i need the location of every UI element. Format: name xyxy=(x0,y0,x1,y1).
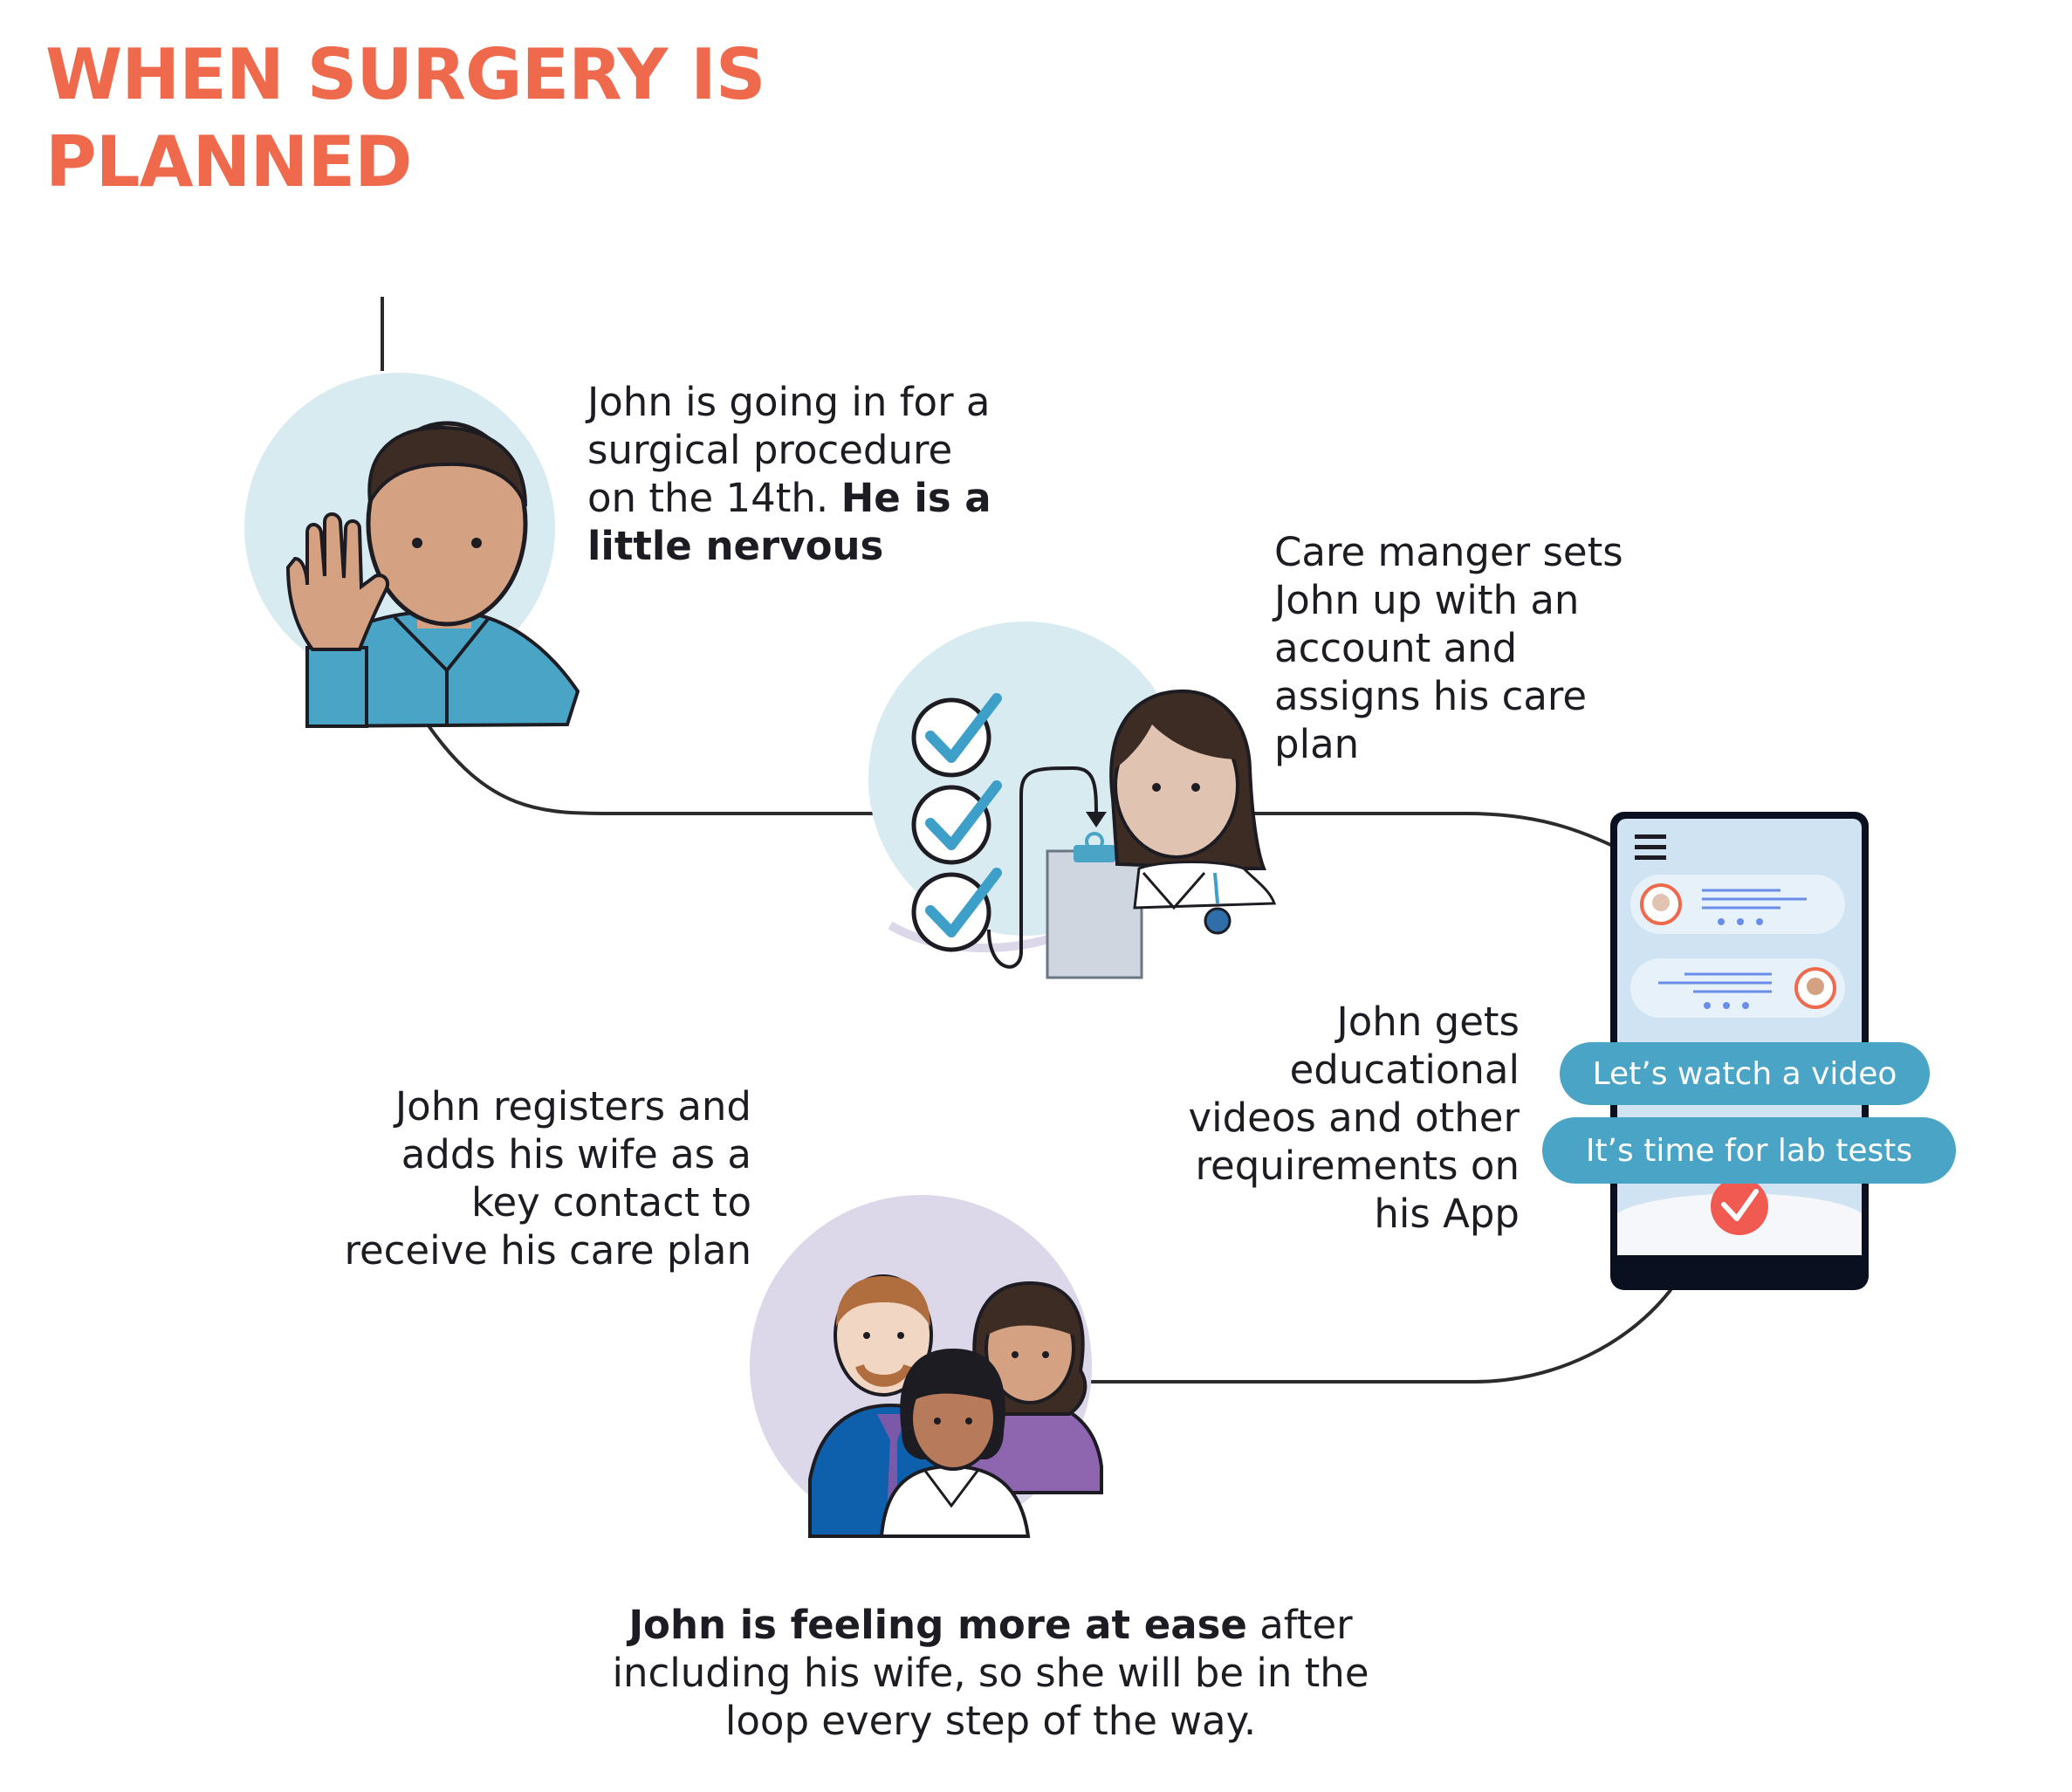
step-1-line-2: surgical procedure xyxy=(587,427,953,473)
step-2-line-4: assigns his care xyxy=(1274,673,1588,719)
watch-video-pill[interactable]: Let’s watch a video xyxy=(1560,1042,1930,1105)
step-5-line-1: after xyxy=(1259,1602,1353,1648)
page-title: WHEN SURGERY IS PLANNED xyxy=(45,31,766,206)
step-4-caption: John registers and adds his wife as a ke… xyxy=(344,1082,751,1274)
step-2-line-3: account and xyxy=(1274,625,1518,671)
journey-connector xyxy=(381,297,1677,1383)
step-1-line-4-emphasis: little nervous xyxy=(587,523,884,569)
step-3-caption: John gets educational videos and other r… xyxy=(1188,998,1520,1238)
step-3-line-1: John gets xyxy=(1336,999,1520,1045)
step-4-line-2: adds his wife as a xyxy=(401,1131,751,1178)
step-1-line-1: John is going in for a xyxy=(587,379,991,425)
lab-tests-pill[interactable]: It’s time for lab tests xyxy=(1542,1117,1956,1184)
step-5-line-2: including his wife, so she will be in th… xyxy=(612,1650,1369,1696)
hamburger-menu-icon xyxy=(1635,834,1666,860)
step-2-line-1: Care manger sets xyxy=(1274,529,1623,575)
step-3-line-5: his App xyxy=(1374,1191,1520,1237)
clipboard-icon xyxy=(1046,832,1143,979)
step-1-line-3-emphasis: He is a xyxy=(840,475,991,521)
title-line-2: PLANNED xyxy=(45,121,412,203)
step-5-line-3: loop every step of the way. xyxy=(724,1698,1257,1744)
step-5-caption: John is feeling more at ease after inclu… xyxy=(576,1601,1405,1745)
checklist-icon xyxy=(911,693,1107,969)
step-1-caption: John is going in for a surgical procedur… xyxy=(587,378,991,570)
step-2-line-5: plan xyxy=(1274,721,1360,767)
step-4-line-3: key contact to xyxy=(471,1179,751,1226)
step-4-line-4: receive his care plan xyxy=(344,1227,751,1274)
doctor-woman-icon xyxy=(1109,689,1277,935)
step-3-line-4: requirements on xyxy=(1195,1143,1520,1189)
waving-man-icon xyxy=(244,373,580,729)
step-2-line-2: John up with an xyxy=(1274,577,1580,623)
family-group-icon xyxy=(750,1195,1103,1538)
care-manager-illustration xyxy=(868,621,1277,979)
step-3-line-3: videos and other xyxy=(1188,1095,1520,1141)
step-5-emphasis: John is feeling more at ease xyxy=(628,1602,1247,1648)
step-2-caption: Care manger sets John up with an account… xyxy=(1274,528,1623,768)
step-1-line-3: on the 14th. xyxy=(587,475,829,521)
step-3-line-2: educational xyxy=(1289,1047,1520,1093)
checkmark-icon xyxy=(1711,1178,1768,1235)
title-line-1: WHEN SURGERY IS xyxy=(45,34,766,115)
step-4-line-1: John registers and xyxy=(395,1083,751,1129)
